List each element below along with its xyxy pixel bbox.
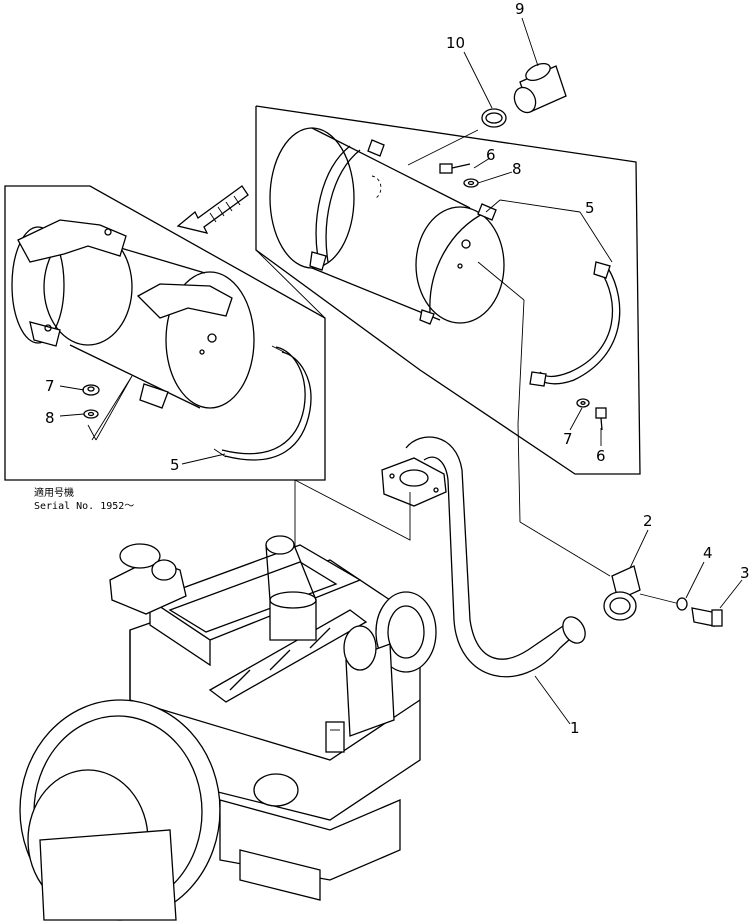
bolt-icon: [439, 163, 471, 174]
callout-4: 4: [703, 544, 713, 562]
tailpipe-icon: [513, 17, 567, 114]
clamp-icon: [463, 51, 507, 128]
callout-8-inset: 8: [45, 409, 55, 427]
inset-panel: [4, 185, 326, 481]
elbow-icon: [603, 529, 681, 621]
inset-muffler-icon: [11, 219, 255, 409]
arrow-icon: [176, 185, 249, 234]
callout-7-right: 7: [563, 430, 573, 448]
u-bolt-icon: [213, 345, 312, 461]
callout-5-top: 5: [585, 199, 595, 217]
callout-5-inset: 5: [170, 456, 180, 474]
bolt-icon: [595, 407, 607, 431]
washer-icon: [83, 409, 99, 419]
exhaust-pipe-icon: [381, 436, 586, 725]
strap-icon: [529, 261, 621, 387]
callout-9: 9: [515, 0, 525, 18]
callout-10: 10: [446, 34, 465, 52]
nut-icon: [82, 384, 100, 396]
callout-3: 3: [740, 564, 749, 582]
washer-icon: [576, 398, 590, 408]
callout-7-inset: 7: [45, 377, 55, 395]
callout-6-right: 6: [596, 447, 606, 465]
washer-icon: [676, 561, 705, 611]
callout-8-top: 8: [512, 160, 522, 178]
callout-2: 2: [643, 512, 653, 530]
engine-icon: [19, 535, 437, 921]
callout-6-top: 6: [486, 146, 496, 164]
serial-note-heading: 適用号機: [34, 486, 74, 499]
callout-1: 1: [570, 719, 580, 737]
bolt-icon: [691, 579, 743, 627]
muffler-panel: [255, 105, 641, 523]
muffler-icon: [269, 127, 505, 325]
washer-icon: [463, 178, 479, 188]
serial-note: Serial No. 1952～: [34, 501, 134, 512]
